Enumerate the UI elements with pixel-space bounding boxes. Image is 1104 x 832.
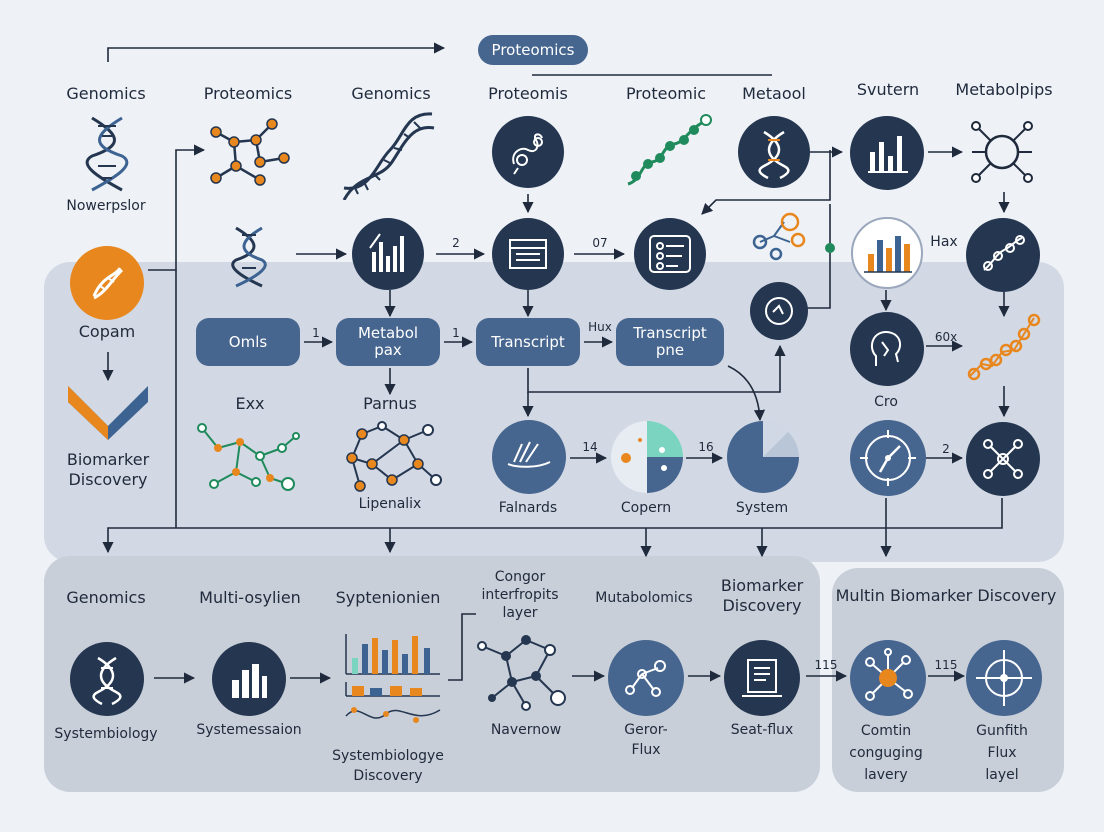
label-metabolpips: Metabolpips [955, 80, 1053, 99]
orange-molecule-icon [746, 208, 810, 264]
edge-label-2a: 2 [452, 236, 460, 250]
label-lipenalix: Lipenalix [358, 496, 422, 512]
protein-chain-icon [622, 110, 714, 192]
comtin-node [850, 640, 926, 716]
dna-node-icon [738, 116, 810, 188]
mini-bar-charts-icon [340, 630, 444, 738]
dna-helix-icon [340, 104, 436, 200]
edge-label-14: 14 [582, 440, 598, 454]
label-proteomics-3: Proteomic [625, 84, 707, 103]
hexagon-chain-icon [962, 310, 1042, 386]
orange-network-icon [342, 420, 442, 498]
gunfith-node [966, 640, 1042, 716]
label-proteomics-2: Proteomis [488, 84, 568, 103]
label-system: System [735, 500, 789, 516]
label-copern: Copern [620, 500, 672, 516]
label-genomics-2: Genomics [351, 84, 431, 103]
metabol-pax-pill: Metabol pax [336, 318, 440, 366]
label-seat-flux: Seat-flux [730, 722, 794, 738]
edge-label-115b: 115 [934, 658, 958, 672]
seat-flux-node [724, 640, 800, 716]
label-copam: Copam [78, 322, 136, 341]
edge-label-1b: 1 [452, 326, 460, 340]
label-proteomics-1: Proteomics [203, 84, 293, 103]
label-biomarker-discovery-1: Biomarker Discovery [66, 450, 150, 489]
colored-bar-chart-icon [850, 216, 924, 290]
label-multi-osylien: Multi-osylien [199, 588, 301, 607]
green-network-icon [196, 420, 300, 500]
list-panel-icon [634, 218, 706, 290]
label-cro: Cro [874, 394, 898, 410]
label-mutabolomics: Mutabolomics [595, 590, 693, 606]
omls-pill: Omls [196, 318, 300, 366]
cycle-icon [750, 282, 808, 340]
label-navernow: Navernow [490, 722, 562, 738]
label-svutern: Svutern [856, 80, 920, 99]
label-genomics-1: Genomics [66, 84, 146, 103]
head-profile-icon [850, 312, 924, 386]
hub-node-icon [966, 422, 1040, 496]
edge-label-hux: Hux [588, 320, 612, 334]
label-exx: Exx [235, 394, 265, 413]
navy-network-icon [472, 628, 572, 714]
compass-node-icon [850, 420, 926, 496]
label-nowerpslor: Nowerpslor [66, 198, 146, 214]
label-biomarker-discovery-2: Biomarker Discovery [720, 576, 804, 615]
label-systembiology: Systembiology [54, 726, 158, 742]
label-congor: Congor interfropits layer [481, 569, 559, 621]
bar-chart-icon-2 [352, 218, 424, 290]
label-comtin: Comtin conguging lavery [849, 723, 923, 783]
edge-label-115a: 115 [814, 658, 838, 672]
label-geror-flux: Geror- Flux [624, 722, 668, 758]
label-hax: Hax [930, 234, 958, 250]
small-dna-icon [230, 226, 268, 288]
transcript-pill: Transcript [476, 318, 580, 366]
chain-node-icon [966, 218, 1040, 292]
cell-node-icon [492, 116, 564, 188]
transcript-pne-pill: Transcript pne [616, 318, 724, 366]
edge-label-16: 16 [698, 440, 714, 454]
label-gunfith: Gunfith Flux layel [976, 723, 1028, 783]
label-multin-biomarker-discovery: Multin Biomarker Discovery [835, 586, 1057, 605]
label-systemessaion: Systemessaion [196, 722, 302, 738]
molecule-network-icon [206, 114, 292, 190]
dna-icon [84, 116, 130, 192]
geror-flux-node [608, 640, 684, 716]
proteomics-top-pill: Proteomics [478, 35, 588, 65]
pie-node-icon [726, 420, 800, 494]
label-genomics-3: Genomics [66, 588, 146, 607]
label-parnus: Parnus [363, 394, 417, 413]
hub-network-icon [966, 116, 1038, 188]
label-syptenionien: Syptenionien [335, 588, 441, 607]
document-list-icon [492, 218, 564, 290]
edge-label-60x: 60x [934, 330, 958, 344]
sweep-node-icon [492, 420, 566, 494]
bar-chart-icon [850, 116, 924, 190]
label-systembiologye-discovery: Systembiologye Discovery [332, 748, 444, 784]
label-falnards: Falnards [498, 500, 558, 516]
orange-dna-icon [70, 246, 144, 320]
edge-label-07: 07 [592, 236, 608, 250]
label-metabol-1: Metaool [742, 84, 806, 103]
edge-label-1a: 1 [312, 326, 320, 340]
bar-chart-node-bottom [212, 642, 286, 716]
dna-node-icon-bottom [70, 642, 144, 716]
layers-chevron-icon [66, 382, 150, 442]
quadrant-node-icon [610, 420, 684, 494]
edge-label-2b: 2 [942, 442, 950, 456]
